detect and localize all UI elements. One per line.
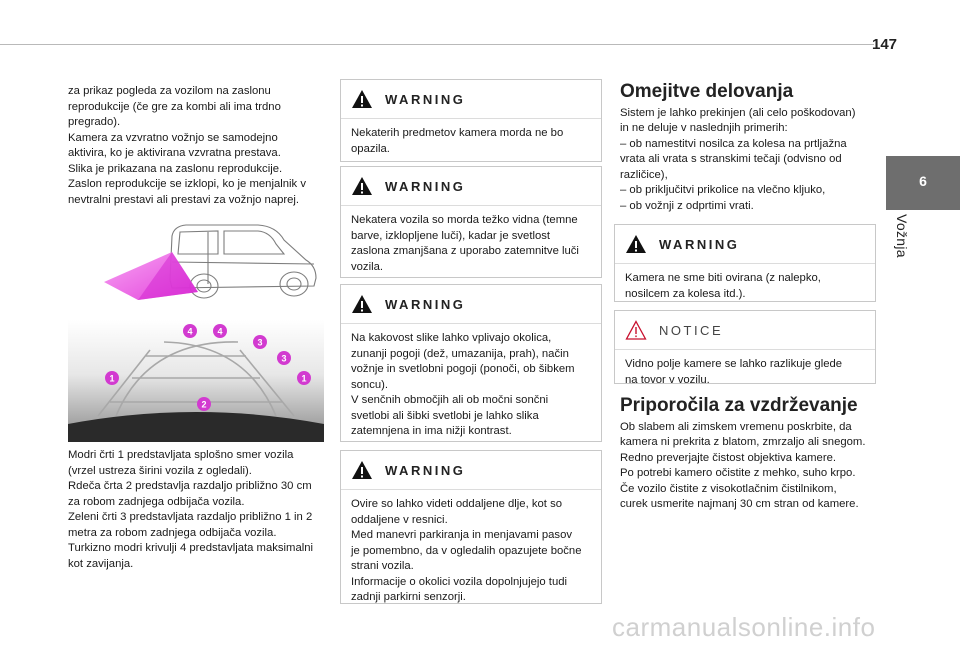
text-line: Informacije o okolici vozila dopolnjujej…: [351, 575, 568, 588]
rear-camera-car-illustration: [104, 224, 317, 300]
text-line: na tovor v vozilu.: [625, 373, 710, 386]
text-line: Rdeča črta 2 predstavlja razdaljo pribli…: [68, 480, 312, 492]
distance-markers: 1 1 2 3 3 4 4: [105, 324, 311, 411]
text-line: zaslona zmanjšana z uporabo zatemnitve l…: [351, 245, 579, 257]
warning-title: WARNING: [385, 462, 466, 478]
text-line: svetlobi ali šibki svetlobi je lahko sli…: [351, 409, 539, 422]
warning-triangle-icon: [352, 177, 372, 195]
warning-box-4: WARNING Ovire so lahko videti oddaljene …: [340, 450, 602, 604]
marker-3-far: 3: [257, 338, 262, 348]
marker-4-right: 4: [217, 327, 222, 337]
limitations-section: Omejitve delovanja Sistem je lahko preki…: [620, 81, 882, 214]
text-line: Po potrebi kamero očistite z mehko, suho…: [620, 467, 856, 479]
intro-text: za prikaz pogleda za vozilom na zaslonu …: [68, 84, 330, 208]
text-line: vožnje in svetlobni pogoji (ponoči, ob š…: [351, 363, 575, 375]
chapter-title: Vožnja: [894, 214, 910, 258]
text-line: oddaljene v resnici.: [351, 513, 448, 526]
text-line: Sistem je lahko prekinjen (ali celo pošk…: [620, 106, 856, 119]
text-line: za prikaz pogleda za vozilom na zaslonu: [68, 85, 271, 97]
section-heading-limitations: Omejitve delovanja: [620, 81, 794, 102]
warning-box-3: WARNING Na kakovost slike lahko vplivajo…: [340, 284, 602, 442]
marker-4-left: 4: [187, 327, 192, 337]
guide-lines-caption: Modri črti 1 predstavljata splošno smer …: [68, 448, 330, 572]
notice-box: NOTICE Vidno polje kamere se lahko razli…: [614, 310, 876, 386]
text-line: kot zavijanja.: [68, 557, 134, 570]
section-heading-maintenance: Priporočila za vzdrževanje: [620, 395, 858, 416]
text-line: nevtralni prestavi ali prestavi za vožnj…: [68, 193, 300, 206]
text-line: Ob slabem ali zimskem vremenu poskrbite,…: [620, 420, 852, 433]
text-line: aktivira, ko je aktivirana vzvratna pres…: [68, 147, 281, 159]
warning-triangle-icon: [352, 461, 372, 479]
warning-title: WARNING: [385, 178, 466, 194]
text-line: Nekaterih predmetov kamera morda ne bo: [351, 127, 564, 139]
header-rule: [0, 44, 874, 45]
text-line: Slika je prikazana na zaslonu reprodukci…: [68, 162, 283, 175]
warning-triangle-icon: [352, 90, 372, 108]
text-line: zatemnjena in ima nižji kontrast.: [351, 425, 512, 437]
text-line: zunanji pogoji (dež, umazanija, prah), n…: [351, 347, 569, 360]
warning-triangle-icon: [352, 295, 372, 313]
text-line: barve, izklopljene luči), kadar je svetl…: [351, 229, 551, 242]
text-line: Kamera ne sme biti ovirana (z nalepko,: [625, 272, 821, 284]
text-line: Če vozilo čistite z visokotlačnim čistil…: [620, 482, 837, 495]
text-line: Zaslon reprodukcije se izklopi, ko je me…: [68, 178, 306, 190]
text-line: V senčnih območjih ali ob močni sončni: [351, 394, 549, 406]
text-line: metra za robom zadnjega odbijača vozila.: [68, 526, 277, 539]
text-line: zadnji parkirni senzorji.: [351, 591, 466, 603]
text-line: Turkizno modri krivulji 4 predstavljata …: [68, 542, 314, 554]
text-line: soncu).: [351, 378, 389, 391]
text-line: opazila.: [351, 142, 390, 155]
warning-box-2: WARNING Nekatera vozila so morda težko v…: [340, 166, 602, 278]
text-line: Kamera za vzvratno vožnjo se samodejno: [68, 131, 278, 144]
text-line: (vrzel ustreza širini vozila z ogledali)…: [68, 464, 252, 477]
notice-triangle-icon: [625, 320, 647, 340]
text-line: Ovire so lahko videti oddaljene dlje, ko…: [351, 498, 562, 510]
marker-1-right: 1: [301, 374, 306, 384]
text-line: Na kakovost slike lahko vplivajo okolica…: [351, 332, 552, 344]
text-line: je pomembno, da v ogledalih opazujete bo…: [351, 544, 582, 557]
maintenance-section: Priporočila za vzdrževanje Ob slabem ali…: [620, 395, 882, 513]
warning-title: WARNING: [659, 236, 740, 252]
notice-title: NOTICE: [659, 322, 724, 338]
text-line: reprodukcije (če gre za kombi ali ima tr…: [68, 100, 281, 113]
text-line: nosilcem za kolesa itd.).: [625, 287, 746, 300]
text-line: različice),: [620, 168, 668, 181]
marker-3-near: 3: [281, 354, 286, 364]
watermark: carmanualsonline.info: [612, 612, 876, 642]
warning-title: WARNING: [385, 296, 466, 312]
warning-title: WARNING: [385, 91, 466, 107]
text-line: Vidno polje kamere se lahko razlikuje gl…: [625, 358, 843, 370]
warning-box-1: WARNING Nekaterih predmetov kamera morda…: [340, 79, 602, 162]
text-line: Nekatera vozila so morda težko vidna (te…: [351, 214, 578, 226]
chapter-number: 6: [919, 173, 927, 189]
camera-view-illustration: 1 1 2 3 3 4 4: [68, 320, 324, 442]
text-line: Modri črti 1 predstavljata splošno smer …: [68, 449, 294, 461]
text-line: Redno preverjajte čistost objektiva kame…: [620, 451, 836, 464]
text-line: vrata ali vrata s stranskimi tečaji (odv…: [620, 153, 842, 165]
chapter-title-vertical: Vožnja: [894, 214, 914, 274]
text-line: – ob namestitvi nosilca za kolesa na prt…: [620, 137, 847, 150]
chapter-tab[interactable]: 6: [886, 156, 960, 210]
marker-1-left: 1: [109, 374, 114, 384]
text-line: vozila.: [351, 260, 384, 273]
text-line: – ob priključitvi prikolice na vlečno kl…: [620, 184, 826, 196]
text-line: strani vozila.: [351, 560, 414, 572]
text-line: curek usmerite najmanj 30 cm stran od ka…: [620, 498, 859, 510]
warning-triangle-icon: [626, 235, 646, 253]
text-line: kamera ni prekrita z blatom, zmrzaljo al…: [620, 436, 866, 448]
marker-2: 2: [201, 400, 206, 410]
text-line: za robom zadnjega odbijača vozila.: [68, 495, 245, 508]
text-line: Med manevri parkiranja in menjavami paso…: [351, 529, 573, 541]
warning-box-5: WARNING Kamera ne sme biti ovirana (z na…: [614, 224, 876, 302]
text-line: pregrado).: [68, 116, 121, 128]
text-line: Zeleni črti 3 predstavljata razdaljo pri…: [68, 511, 313, 523]
text-line: in ne deluje v naslednjih primerih:: [620, 122, 788, 134]
page-number: 147: [872, 36, 898, 53]
text-line: – ob vožnji z odprtimi vrati.: [620, 199, 754, 212]
